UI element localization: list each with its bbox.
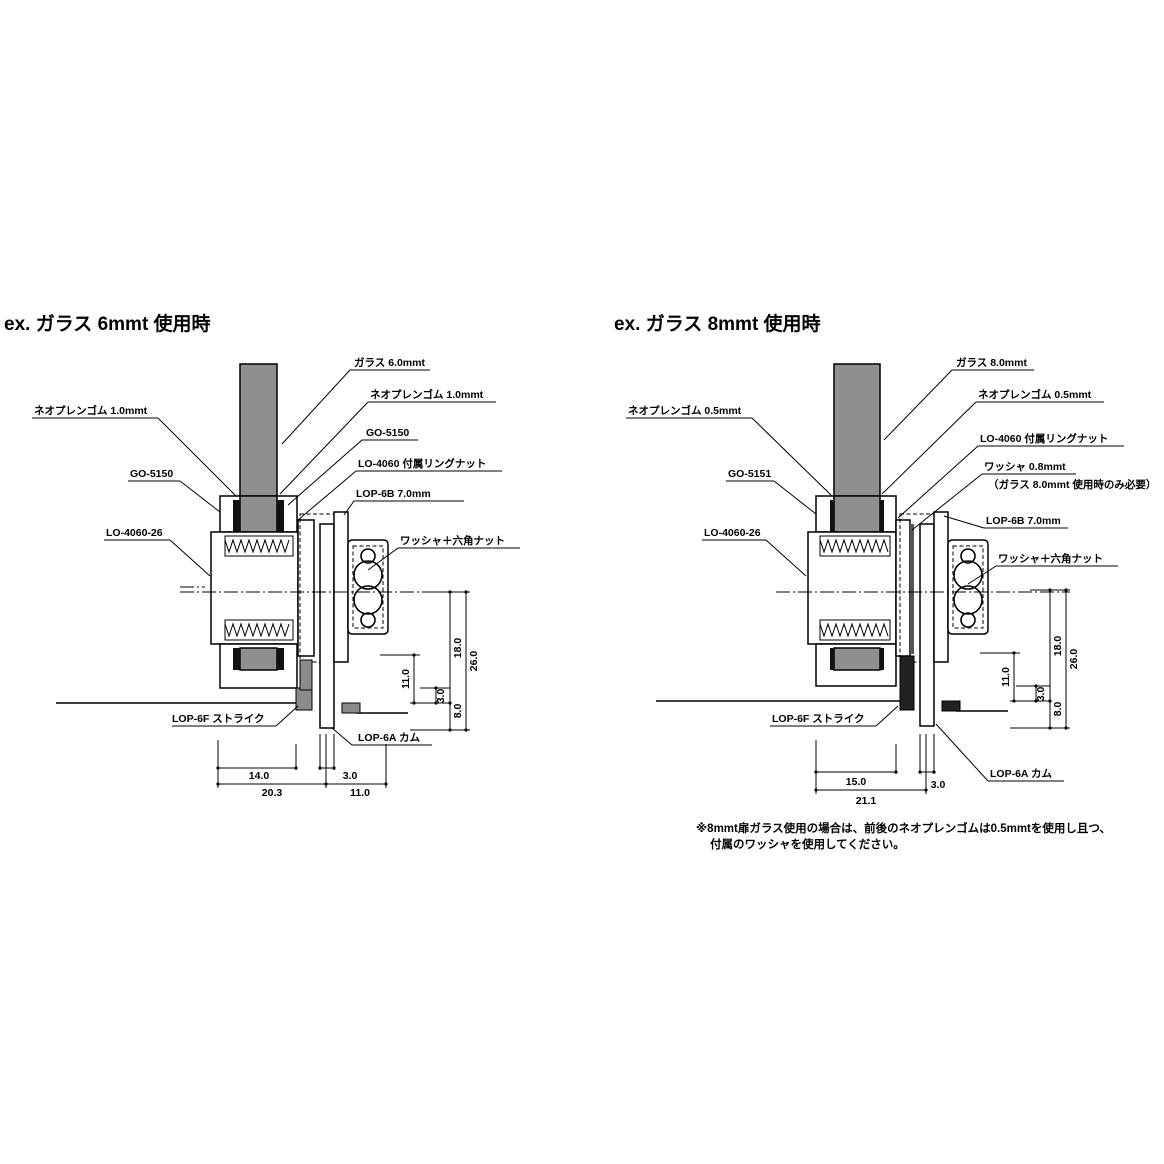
right-label-ring-nut: LO-4060 付属リングナット <box>980 432 1108 445</box>
right-label-strike: LOP-6F ストライク <box>772 713 865 725</box>
right-label-go5151: GO-5151 <box>728 468 771 480</box>
left-label-glass: ガラス 6.0mmt <box>354 356 425 369</box>
left-strike-plate <box>341 702 361 714</box>
right-glass-in-channel <box>833 495 881 533</box>
left-hex-nut-lower <box>353 585 383 615</box>
left-diagram: ex. ガラス 6mmt 使用時 <box>4 313 520 799</box>
left-dim-26: 26.0 <box>468 651 480 672</box>
left-thread-bottom <box>224 619 294 641</box>
left-lop6a-cam <box>319 523 335 729</box>
right-label-neoprene-right: ネオプレンゴム 0.5mmt <box>978 388 1092 401</box>
left-label-neoprene-right: ネオプレンゴム 1.0mmt <box>370 388 484 401</box>
right-diagram: ex. ガラス 8mmt 使用時 <box>614 313 1156 851</box>
left-neoprene-left <box>233 500 240 532</box>
right-dim-8: 8.0 <box>1052 702 1064 717</box>
left-thread-top <box>224 535 294 557</box>
left-label-cam: LOP-6A カム <box>358 732 421 744</box>
left-dim-11h: 11.0 <box>350 787 370 799</box>
right-thread-bottom <box>819 619 891 641</box>
right-label-glass: ガラス 8.0mmt <box>956 356 1027 369</box>
right-label-neoprene-left: ネオプレンゴム 0.5mmt <box>628 404 742 417</box>
right-dim-15: 15.0 <box>846 776 867 788</box>
right-label-washer-nut: ワッシャ＋六角ナット <box>998 552 1103 565</box>
left-neoprene-bottom-r <box>277 648 284 670</box>
left-dim-11v: 11.0 <box>400 669 412 689</box>
right-neoprene-right <box>880 500 884 532</box>
right-dim-11v: 11.0 <box>1000 667 1012 687</box>
right-washer-0-8 <box>910 524 914 654</box>
right-label-lop6b: LOP-6B 7.0mm <box>986 515 1061 527</box>
left-dim-18: 18.0 <box>452 638 464 659</box>
left-title: ex. ガラス 6mmt 使用時 <box>4 313 211 335</box>
left-label-washer-nut: ワッシャ＋六角ナット <box>400 534 505 547</box>
left-hex-nut-upper <box>353 560 383 590</box>
right-hex-nut-lower <box>953 585 983 615</box>
right-ring-nut <box>895 519 911 657</box>
left-nut-dashed <box>352 545 384 629</box>
left-label-lop6b: LOP-6B 7.0mm <box>356 488 431 500</box>
left-leaders <box>32 369 520 746</box>
left-dim-8: 8.0 <box>452 704 464 719</box>
right-label-lo4060: LO-4060-26 <box>704 527 761 539</box>
left-washer-bottom <box>360 612 376 628</box>
left-label-neoprene-left: ネオプレンゴム 1.0mmt <box>34 404 148 417</box>
right-nut-housing <box>947 539 989 635</box>
right-label-washer-note: （ガラス 8.0mmt 使用時のみ必要） <box>988 478 1156 491</box>
right-dim-horizontal <box>814 734 936 794</box>
right-title: ex. ガラス 8mmt 使用時 <box>614 313 821 335</box>
right-neoprene-bottom-l <box>830 648 834 670</box>
left-washer-top <box>360 548 376 564</box>
left-nut-housing <box>347 539 389 635</box>
right-dim-26: 26.0 <box>1068 649 1080 670</box>
right-dim-18: 18.0 <box>1052 636 1064 657</box>
right-strike-plate <box>941 700 961 712</box>
left-label-lo4060: LO-4060-26 <box>106 527 163 539</box>
right-dim-21-1: 21.1 <box>856 795 877 807</box>
note-line-1: ※8mmt扉ガラス使用の場合は、前後のネオプレンゴムは0.5mmtを使用し且つ、 <box>696 821 1111 835</box>
right-washer-bottom <box>960 612 976 628</box>
left-dim-3v: 3.0 <box>435 689 447 704</box>
left-label-ring-nut: LO-4060 付属リングナット <box>358 457 486 470</box>
left-glass-bottom <box>239 647 278 671</box>
left-dim-horizontal <box>216 734 388 788</box>
left-glass-in-channel <box>239 495 278 533</box>
right-thread-top <box>819 535 891 557</box>
right-neoprene-left <box>830 500 834 532</box>
right-dim-3h: 3.0 <box>931 779 946 791</box>
right-strike-block <box>899 655 915 711</box>
right-dim-vertical <box>980 588 1070 730</box>
right-label-cam: LOP-6A カム <box>990 768 1053 780</box>
note-line-2: 付属のワッシャを使用してください。 <box>710 837 905 851</box>
right-leaders <box>626 369 1124 782</box>
right-dim-3v: 3.0 <box>1035 687 1047 702</box>
right-lop6b-plate <box>933 511 949 663</box>
left-dim-vertical <box>380 590 470 732</box>
right-lop6a-cam <box>919 523 935 727</box>
left-ring-nut <box>297 519 315 657</box>
left-strike-upright <box>299 659 313 691</box>
right-glass-bottom <box>833 647 881 671</box>
left-dim-3h: 3.0 <box>343 770 358 782</box>
left-label-go5150-left: GO-5150 <box>130 468 173 480</box>
left-dim-20-3: 20.3 <box>262 787 283 799</box>
left-lop6b-plate <box>333 511 349 663</box>
right-washer-top <box>960 548 976 564</box>
right-neoprene-bottom-r <box>880 648 884 670</box>
left-dim-14: 14.0 <box>249 770 270 782</box>
left-neoprene-bottom-l <box>233 648 240 670</box>
right-label-washer: ワッシャ 0.8mmt <box>984 461 1066 473</box>
left-strike-block <box>295 687 313 711</box>
left-label-strike: LOP-6F ストライク <box>172 713 265 725</box>
left-label-go5150-right: GO-5150 <box>366 427 409 439</box>
right-nut-dashed <box>952 545 984 629</box>
left-neoprene-right <box>277 500 284 532</box>
